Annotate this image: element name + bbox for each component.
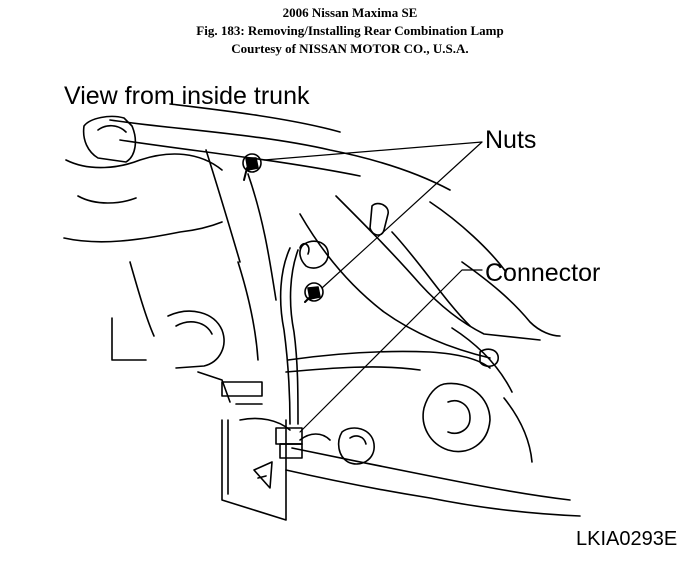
nuts-label: Nuts [485, 126, 537, 154]
figure-code: LKIA0293E [576, 528, 678, 550]
combination-lamp-housing [221, 417, 291, 521]
nuts-leader-lines [263, 141, 483, 289]
trunk-upper-panel [109, 103, 561, 361]
connector-label: Connector [485, 259, 601, 287]
document-title: 2006 Nissan Maxima SE [282, 5, 418, 20]
left-trunk-panel [63, 115, 263, 405]
connector-icon [275, 427, 303, 459]
wiring-harness [279, 242, 310, 425]
nut-upper-icon [242, 153, 262, 181]
figure-credit: Courtesy of NISSAN MOTOR CO., U.S.A. [231, 41, 469, 56]
view-label: View from inside trunk [64, 82, 310, 110]
nut-lower-icon [304, 282, 324, 303]
figure-caption: Fig. 183: Removing/Installing Rear Combi… [196, 23, 504, 38]
connector-leader-line [299, 269, 483, 433]
trunk-right-panel [285, 327, 581, 517]
